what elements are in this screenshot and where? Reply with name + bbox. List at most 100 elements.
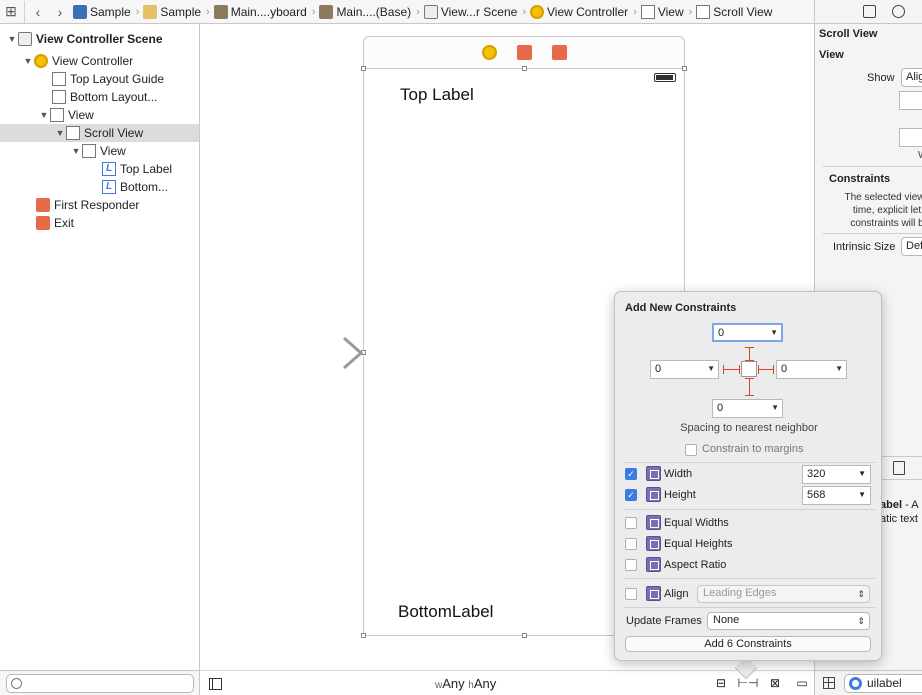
align-icon[interactable]: ⊢⊣	[737, 676, 759, 690]
breadcrumb-scroll-view[interactable]: Scroll View	[694, 4, 774, 19]
width-checkbox[interactable]: ✓	[625, 468, 637, 480]
outline-item-label: View Controller Scene	[36, 32, 163, 46]
top-spacing-combo[interactable]: 0▼	[712, 323, 783, 342]
ibeam-cap	[745, 360, 754, 361]
bottom-constraint-ibeam[interactable]	[749, 378, 750, 395]
ibeam-cap	[745, 378, 754, 379]
left-constraint-ibeam[interactable]	[723, 369, 740, 370]
width-value-combo[interactable]: 320 ▼	[802, 465, 871, 484]
left-spacing-combo[interactable]: 0▼	[650, 360, 719, 379]
outline-item-top-label[interactable]: L Top Label	[0, 160, 199, 178]
inspector-field[interactable]	[899, 91, 922, 110]
breadcrumb-view[interactable]: View›	[639, 4, 694, 19]
library-search-field[interactable]: uilabel	[844, 674, 922, 693]
outline-item-content-view[interactable]: ▼ View	[0, 142, 199, 160]
constraints-description: The selected views time, explicit let co…	[844, 192, 922, 229]
breadcrumb-label: View	[657, 4, 684, 19]
chevron-down-icon[interactable]: ▼	[770, 328, 778, 337]
disclosure-triangle-icon[interactable]: ▼	[55, 128, 65, 138]
chevron-down-icon[interactable]: ▼	[771, 403, 779, 412]
breadcrumb-base[interactable]: Main....(Base)›	[317, 4, 421, 19]
resize-handle[interactable]	[682, 66, 687, 71]
outline-filter-field[interactable]	[6, 674, 194, 693]
breadcrumb-group[interactable]: Sample›	[141, 4, 211, 19]
exit-icon[interactable]	[551, 45, 567, 60]
back-arrow-icon[interactable]: ‹	[35, 3, 41, 20]
disclosure-triangle-icon[interactable]: ▼	[23, 56, 33, 66]
bottom-label[interactable]: BottomLabel	[398, 602, 494, 621]
view-controller-icon[interactable]	[481, 45, 497, 60]
outline-item-exit[interactable]: Exit	[0, 214, 199, 232]
constrain-to-margins-checkbox[interactable]	[685, 444, 697, 456]
breadcrumb-view-controller[interactable]: View Controller›	[528, 4, 639, 19]
update-frames-label: Update Frames	[626, 615, 702, 627]
outline-item-top-layout-guide[interactable]: Top Layout Guide	[0, 70, 199, 88]
scene-icon	[423, 4, 438, 19]
chevron-right-icon: ›	[135, 5, 140, 18]
related-items-icon[interactable]: ⊞	[5, 3, 17, 19]
outline-item-bottom-label[interactable]: L Bottom...	[0, 178, 199, 196]
breadcrumb-scene[interactable]: View...r Scene›	[422, 4, 528, 19]
view-icon	[640, 4, 655, 19]
pin-icon[interactable]: ⊠	[769, 676, 781, 690]
right-constraint-ibeam[interactable]	[758, 369, 774, 370]
forward-arrow-icon[interactable]: ›	[57, 3, 63, 20]
equal-widths-checkbox[interactable]	[625, 517, 637, 529]
chevron-down-icon[interactable]: ▼	[835, 364, 843, 373]
show-popup[interactable]: Alig	[901, 68, 922, 87]
top-constraint-ibeam[interactable]	[749, 347, 750, 361]
equal-widths-icon	[646, 515, 661, 530]
layout-guide-icon	[52, 90, 66, 104]
resize-handle[interactable]	[361, 633, 366, 638]
intrinsic-size-popup[interactable]: Def	[901, 237, 922, 256]
equal-widths-label: Equal Widths	[664, 517, 729, 529]
size-class-w-prefix: w	[435, 680, 443, 691]
outline-item-view-controller[interactable]: ▼ View Controller	[0, 52, 199, 70]
outline-item-scene[interactable]: ▼ View Controller Scene	[0, 30, 199, 48]
quick-help-icon[interactable]	[892, 5, 905, 18]
disclosure-triangle-icon[interactable]: ▼	[71, 146, 81, 156]
stack-icon[interactable]: ⊟	[715, 676, 727, 690]
height-checkbox[interactable]: ✓	[625, 489, 637, 501]
outline-item-first-responder[interactable]: First Responder	[0, 196, 199, 214]
sidebar-toggle-icon[interactable]	[209, 678, 222, 690]
file-inspector-icon[interactable]	[863, 5, 876, 18]
chevron-down-icon[interactable]: ▼	[858, 490, 866, 499]
cube-icon[interactable]	[516, 45, 532, 60]
file-template-icon[interactable]	[893, 461, 905, 475]
resize-handle[interactable]	[522, 66, 527, 71]
add-constraints-button[interactable]: Add 6 Constraints	[625, 636, 871, 652]
align-checkbox[interactable]	[625, 588, 637, 600]
update-frames-popup[interactable]: None⇕	[707, 612, 870, 630]
chevron-down-icon[interactable]: ▼	[707, 364, 715, 373]
grid-view-icon[interactable]	[823, 677, 835, 689]
right-spacing-combo[interactable]: 0▼	[776, 360, 847, 379]
divider	[823, 166, 922, 167]
breadcrumb-storyboard[interactable]: Main....yboard›	[212, 4, 318, 19]
disclosure-triangle-icon[interactable]: ▼	[7, 34, 17, 44]
align-label: Align	[664, 588, 689, 600]
size-class-h-value: Any	[473, 676, 497, 691]
equal-heights-checkbox[interactable]	[625, 538, 637, 550]
library-item-label[interactable]: label - A tatic text	[877, 498, 919, 526]
outline-item-scroll-view[interactable]: ▼ Scroll View	[0, 124, 199, 142]
aspect-ratio-checkbox[interactable]	[625, 559, 637, 571]
align-popup[interactable]: Leading Edges⇕	[697, 585, 870, 603]
bottom-spacing-combo[interactable]: 0▼	[712, 399, 783, 418]
outline-item-view[interactable]: ▼ View	[0, 106, 199, 124]
height-value-combo[interactable]: 568▼	[802, 486, 871, 505]
outline-item-bottom-layout-guide[interactable]: Bottom Layout...	[0, 88, 199, 106]
breadcrumb-project[interactable]: Sample›	[71, 4, 141, 19]
resize-handle[interactable]	[522, 633, 527, 638]
breadcrumb-label: Main....yboard	[230, 4, 307, 19]
disclosure-triangle-icon[interactable]: ▼	[39, 110, 49, 120]
inspector-field[interactable]	[899, 128, 922, 147]
resize-handle[interactable]	[361, 66, 366, 71]
resolve-icon[interactable]: ▭	[796, 676, 808, 690]
top-label[interactable]: Top Label	[400, 85, 474, 104]
chevron-down-icon[interactable]: ▼	[858, 469, 866, 478]
width-value: 320	[807, 468, 826, 480]
size-class-control[interactable]: wAny hAny	[435, 676, 496, 691]
view-icon	[696, 4, 711, 19]
scene-dock	[363, 36, 685, 68]
